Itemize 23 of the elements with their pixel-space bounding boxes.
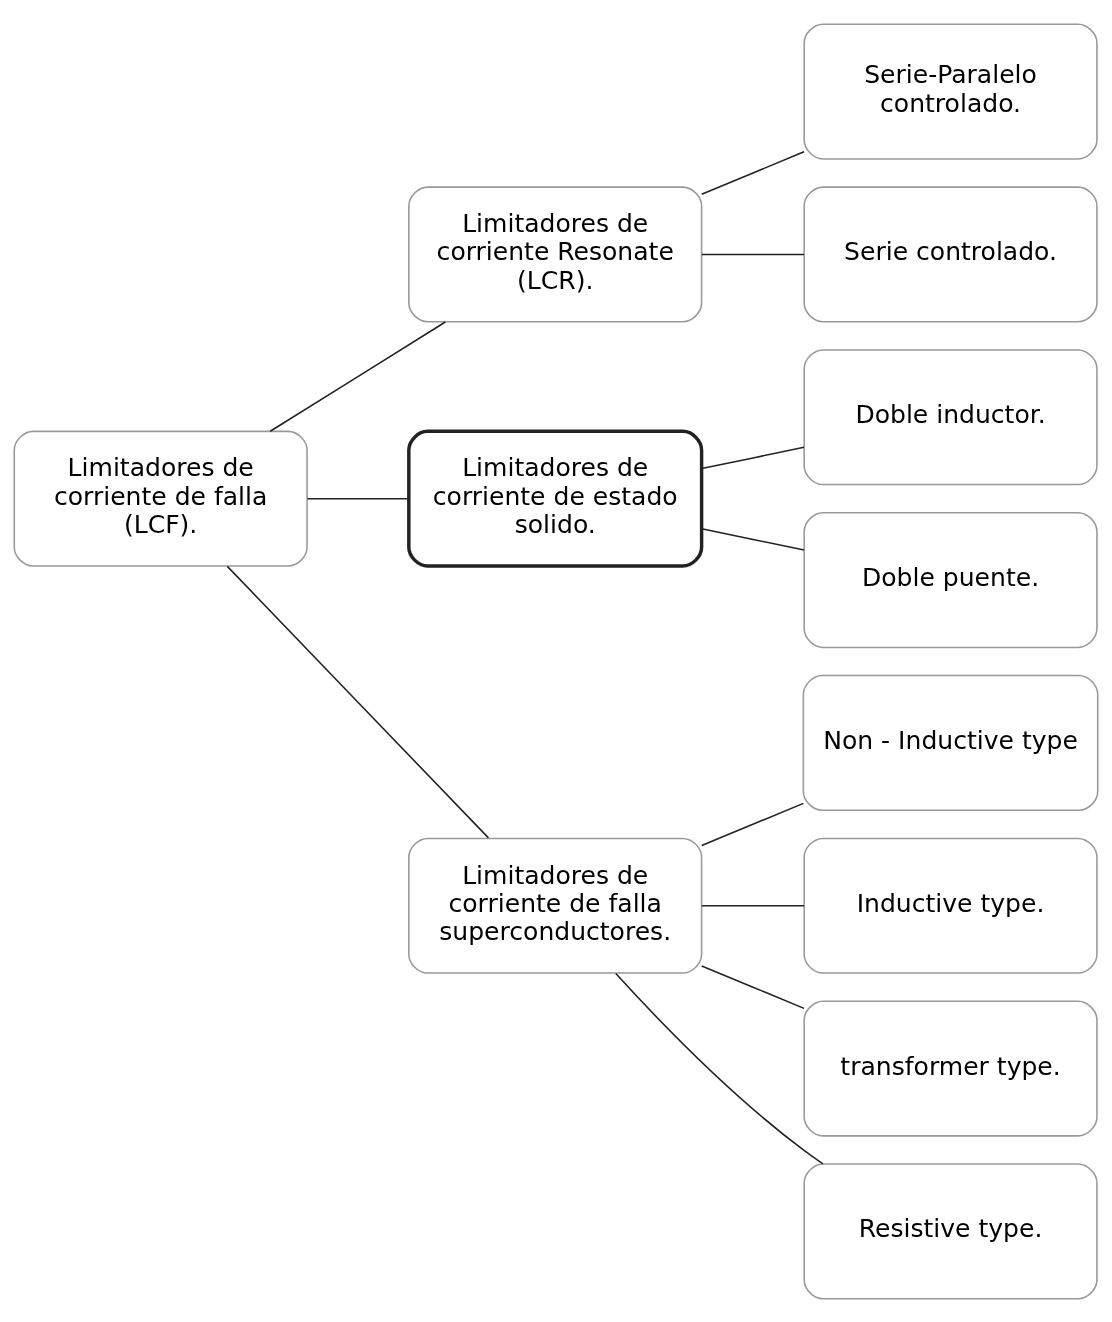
node-box: Limitadores de corriente de falla superconductores. <box>408 837 703 974</box>
connector <box>226 565 490 839</box>
node-box: Non - Inductive type <box>802 674 1099 811</box>
connector <box>700 446 805 469</box>
connector <box>700 150 805 195</box>
node-box: transformer type. <box>803 999 1098 1137</box>
connector <box>700 527 805 551</box>
node-box: Resistive type. <box>803 1162 1098 1300</box>
connector <box>700 253 805 255</box>
node-box: Doble puente. <box>803 511 1098 648</box>
connector <box>700 964 805 1009</box>
connector <box>306 497 410 499</box>
node-box: Inductive type. <box>803 837 1098 974</box>
connector <box>615 972 824 1165</box>
connector <box>700 802 805 846</box>
connector <box>269 320 447 432</box>
node-box: Serie controlado. <box>803 185 1098 323</box>
node-box: Limitadores de corriente Resonate (LCR). <box>408 185 703 323</box>
node-box: Serie-Paralelo controlado. <box>803 22 1098 160</box>
connector <box>700 904 805 907</box>
node-box: Limitadores de corriente de estado solido. <box>407 429 704 568</box>
node-box: Limitadores de corriente de falla (LCF). <box>13 430 308 567</box>
node-box: Doble inductor. <box>803 348 1098 485</box>
